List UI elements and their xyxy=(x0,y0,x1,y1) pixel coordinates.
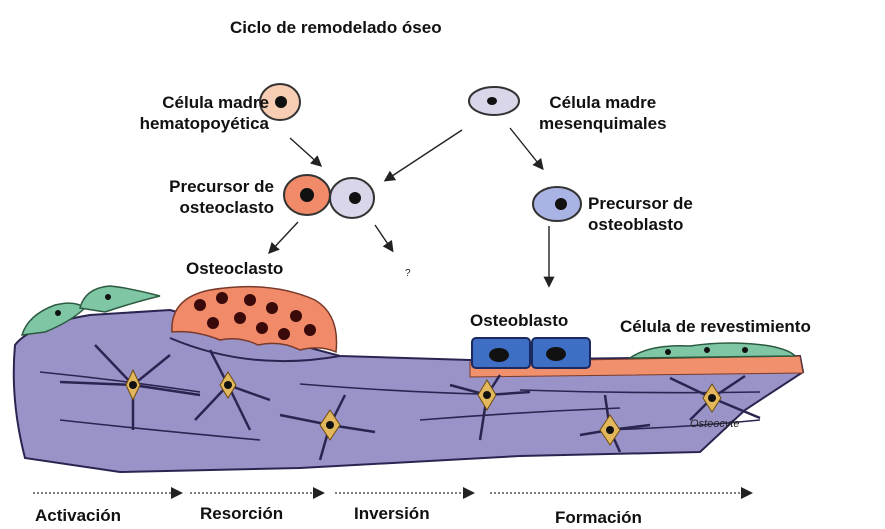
phase-inversion: Inversión xyxy=(354,503,430,524)
osteocyte-label: Osteocyte xyxy=(690,418,740,430)
phase-formation: Formación xyxy=(555,507,642,528)
mesenchymal-stem-cell-label: Célula madre mesenquimales xyxy=(539,92,667,135)
lining-cell-label: Célula de revestimiento xyxy=(620,316,811,337)
hsc-label-line1: Célula madre xyxy=(99,92,269,113)
hsc-label-line2: hematopoyética xyxy=(99,113,269,134)
oc-precursor-line1: Precursor de xyxy=(122,176,274,197)
lining-cells-right xyxy=(630,343,795,358)
diagram-title: Ciclo de remodelado óseo xyxy=(230,17,442,38)
osteoclast-precursor-label: Precursor de osteoclasto xyxy=(122,176,274,219)
msc-label-line1: Célula madre xyxy=(539,92,667,113)
hematopoietic-stem-cell-label: Célula madre hematopoyética xyxy=(99,92,269,135)
phase-activation: Activación xyxy=(35,505,121,526)
phase-resorption: Resorción xyxy=(200,503,283,524)
unknown-fate-label: ? xyxy=(405,268,411,279)
osteoclast-precursor xyxy=(284,175,374,218)
osteoblast-precursor xyxy=(533,187,581,221)
ob-precursor-line2: osteoblasto xyxy=(588,214,693,235)
mesenchymal-stem-cell xyxy=(469,87,519,115)
osteoblast-precursor-label: Precursor de osteoblasto xyxy=(588,193,693,236)
oc-precursor-line2: osteoclasto xyxy=(122,197,274,218)
msc-label-line2: mesenquimales xyxy=(539,113,667,134)
osteoblast-label: Osteoblasto xyxy=(470,310,568,331)
osteoblast-cells xyxy=(472,338,590,368)
osteoclast-label: Osteoclasto xyxy=(186,258,283,279)
ob-precursor-line1: Precursor de xyxy=(588,193,693,214)
